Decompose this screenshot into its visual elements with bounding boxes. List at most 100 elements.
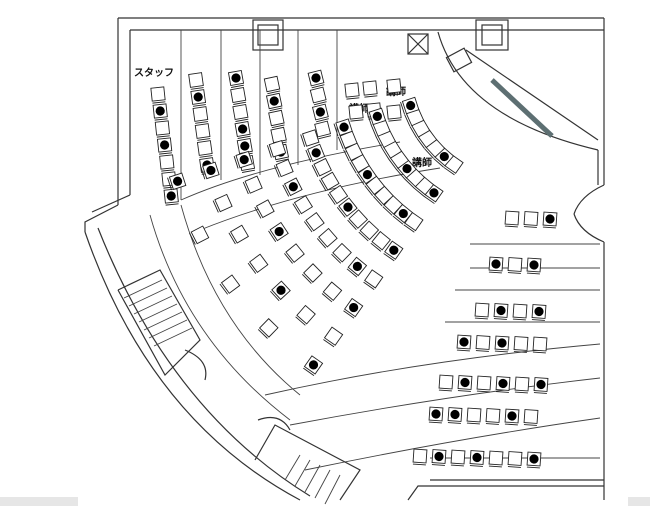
seat-left-col-1 xyxy=(194,123,211,141)
seat-right-row-0 xyxy=(542,211,558,229)
seat-arc-row-7 xyxy=(303,355,324,376)
occupied-dot xyxy=(239,155,249,165)
occupied-dot xyxy=(315,107,325,117)
seat-right-row-6 xyxy=(507,451,523,468)
occupied-dot xyxy=(459,337,469,347)
occupied-dot xyxy=(529,454,539,464)
occupied-dot xyxy=(308,360,319,370)
seat-right-row-4 xyxy=(476,375,492,393)
staff-label: スタッフ xyxy=(134,67,174,79)
seat-right-row-0 xyxy=(504,210,520,228)
seat-right-row-6 xyxy=(450,449,466,467)
seat-right-row-4 xyxy=(495,376,511,393)
occupied-dot xyxy=(173,176,183,186)
stairs-left xyxy=(117,269,207,381)
occupied-dot xyxy=(497,338,507,348)
occupied-dot xyxy=(269,96,279,106)
seat-arc-row-4 xyxy=(346,256,368,278)
occupied-dot xyxy=(439,151,449,162)
seat-arc-row-5 xyxy=(242,175,263,195)
seat-right-row-5 xyxy=(485,408,501,425)
seat-lecturer-block xyxy=(362,80,378,98)
seat-arc-row-7 xyxy=(167,172,187,191)
seat-arc-row-3 xyxy=(347,209,369,230)
seat-right-row-3 xyxy=(532,336,548,354)
bottom-right-strip xyxy=(628,497,650,506)
seat-right-row-3 xyxy=(456,334,472,352)
seat-right-row-5 xyxy=(466,407,482,425)
occupied-dot xyxy=(529,260,539,270)
seat-left-col-4 xyxy=(309,86,327,106)
occupied-dot xyxy=(402,164,412,174)
seat-left-col-2 xyxy=(234,120,251,139)
occupied-dot xyxy=(496,305,506,316)
seat-right-row-6 xyxy=(431,449,447,466)
seat-left-col-4 xyxy=(307,69,325,89)
seat-left-col-4 xyxy=(311,103,329,123)
seat-arc-row-5 xyxy=(301,263,323,284)
seat-arc-row-5 xyxy=(254,199,275,219)
seat-arc-row-6 xyxy=(323,326,344,348)
seat-arc-row-3 xyxy=(383,240,404,262)
seat-arc-row-7 xyxy=(189,225,210,245)
seat-right-row-6 xyxy=(412,448,428,466)
occupied-dot xyxy=(276,285,286,295)
seat-arc-row-4 xyxy=(282,177,303,197)
seat-right-row-2 xyxy=(512,303,528,321)
seat-right-row-1 xyxy=(507,257,523,274)
seat-left-col-0 xyxy=(156,137,173,155)
seat-right-row-2 xyxy=(474,302,490,320)
bottom-left-strip xyxy=(0,497,78,506)
seat-arc-row-6 xyxy=(200,161,220,180)
occupied-dot xyxy=(288,182,298,192)
seat-arc-row-6 xyxy=(295,304,316,326)
seat-arc-row-3 xyxy=(319,171,340,192)
seat-arc-row-6 xyxy=(212,193,233,213)
occupied-dot xyxy=(166,191,176,201)
seat-arc-row-6 xyxy=(247,253,269,274)
occupied-dot xyxy=(193,92,203,102)
seat-arc-row-1 xyxy=(366,107,387,126)
occupied-dot xyxy=(534,306,544,317)
seat-arc-row-5 xyxy=(233,150,253,169)
occupied-dot xyxy=(155,106,165,116)
seat-right-row-0 xyxy=(523,211,539,228)
occupied-dot xyxy=(507,411,517,421)
seat-right-row-5 xyxy=(428,406,444,424)
seat-arc-row-6 xyxy=(270,280,291,302)
seat-arc-row-0 xyxy=(400,96,420,115)
seat-left-col-1 xyxy=(188,72,204,90)
seat-right-row-2 xyxy=(531,304,547,321)
seat-right-row-6 xyxy=(526,451,542,469)
seat-layer xyxy=(150,69,558,469)
seat-right-row-3 xyxy=(513,336,529,353)
occupied-dot xyxy=(231,73,241,83)
occupied-dot xyxy=(206,165,216,176)
seat-arc-row-4 xyxy=(266,140,287,158)
occupied-dot xyxy=(389,245,399,255)
seat-left-col-0 xyxy=(150,86,166,104)
seat-left-col-0 xyxy=(152,103,168,121)
seat-arc-row-5 xyxy=(268,221,289,242)
seat-arc-row-3 xyxy=(311,157,332,177)
seat-left-col-3 xyxy=(263,75,281,95)
seat-right-row-5 xyxy=(447,407,463,424)
occupied-dot xyxy=(274,226,284,237)
lecturer-label-3: 講師 xyxy=(412,156,432,169)
seat-left-col-3 xyxy=(265,92,283,112)
seat-arc-row-3 xyxy=(300,129,320,147)
stairs-bottom xyxy=(254,417,361,505)
seat-left-col-2 xyxy=(230,86,247,105)
occupied-dot xyxy=(343,202,353,212)
seat-left-col-2 xyxy=(236,137,253,156)
occupied-dot xyxy=(240,141,250,151)
seat-arc-row-7 xyxy=(257,318,279,339)
occupied-dot xyxy=(160,140,170,150)
seat-right-row-4 xyxy=(514,376,530,394)
seat-arc-row-5 xyxy=(343,297,364,319)
seat-left-col-4 xyxy=(314,120,332,140)
occupied-dot xyxy=(311,148,321,158)
occupied-dot xyxy=(472,452,482,463)
seat-arc-row-6 xyxy=(228,224,250,245)
